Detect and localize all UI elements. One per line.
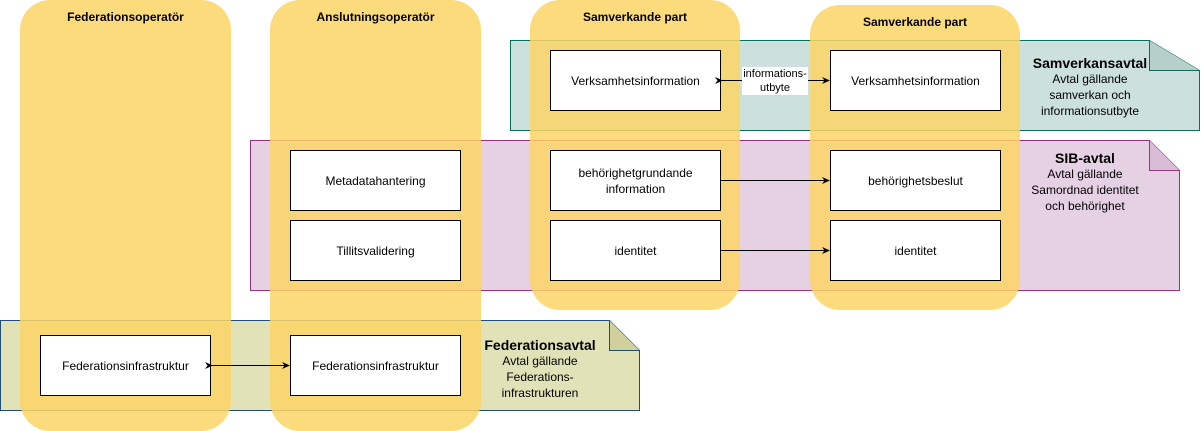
- edge-label-line: informations-: [743, 68, 807, 80]
- note-line: Avtal gällande: [1052, 72, 1128, 86]
- lane-title: Federationsoperatör: [67, 10, 184, 24]
- box-verksamhetsinformation-a[interactable]: Verksamhetsinformation: [550, 50, 721, 111]
- box-identitet-a[interactable]: identitet: [550, 220, 721, 281]
- lane-title: Anslutningsoperatör: [316, 10, 435, 24]
- sib-avtal-title: SIB-avtal: [1055, 150, 1115, 166]
- edge-label-line: utbyte: [760, 82, 790, 94]
- note-line: samverkan och: [1049, 88, 1131, 102]
- box-metadatahantering[interactable]: Metadatahantering: [290, 150, 461, 211]
- edge-label-informationsutbyte: informations- utbyte: [742, 67, 808, 95]
- samverkansavtal-text: Samverkansavtal Avtal gällande samverkan…: [1015, 55, 1165, 119]
- lane-title: Samverkande part: [582, 10, 688, 24]
- note-line: Avtal gällande: [1047, 167, 1123, 181]
- lane-title: Samverkande part: [862, 15, 968, 29]
- note-line: Avtal gällande: [502, 354, 578, 368]
- box-federationsinfrastruktur-a[interactable]: Federationsinfrastruktur: [40, 335, 211, 396]
- box-behorighetgrundande-information[interactable]: behörighetgrundande information: [550, 150, 721, 211]
- box-behorighetsbeslut[interactable]: behörighetsbeslut: [830, 150, 1001, 211]
- note-line: Samordnad identitet: [1031, 183, 1139, 197]
- note-line: informationsutbyte: [1040, 104, 1140, 118]
- box-tillitsvalidering[interactable]: Tillitsvalidering: [290, 220, 461, 281]
- box-federationsinfrastruktur-b[interactable]: Federationsinfrastruktur: [290, 335, 461, 396]
- box-identitet-b[interactable]: identitet: [830, 220, 1001, 281]
- note-line: infrastrukturen: [501, 386, 579, 400]
- box-verksamhetsinformation-b[interactable]: Verksamhetsinformation: [830, 50, 1001, 111]
- note-line: och behörighet: [1045, 199, 1125, 213]
- sib-avtal-text: SIB-avtal Avtal gällande Samordnad ident…: [1020, 150, 1150, 214]
- samverkansavtal-title: Samverkansavtal: [1032, 55, 1148, 71]
- federationsavtal-text: Federationsavtal Avtal gällande Federati…: [475, 337, 605, 401]
- federationsavtal-title: Federationsavtal: [484, 337, 596, 353]
- note-line: Federations-: [506, 370, 574, 384]
